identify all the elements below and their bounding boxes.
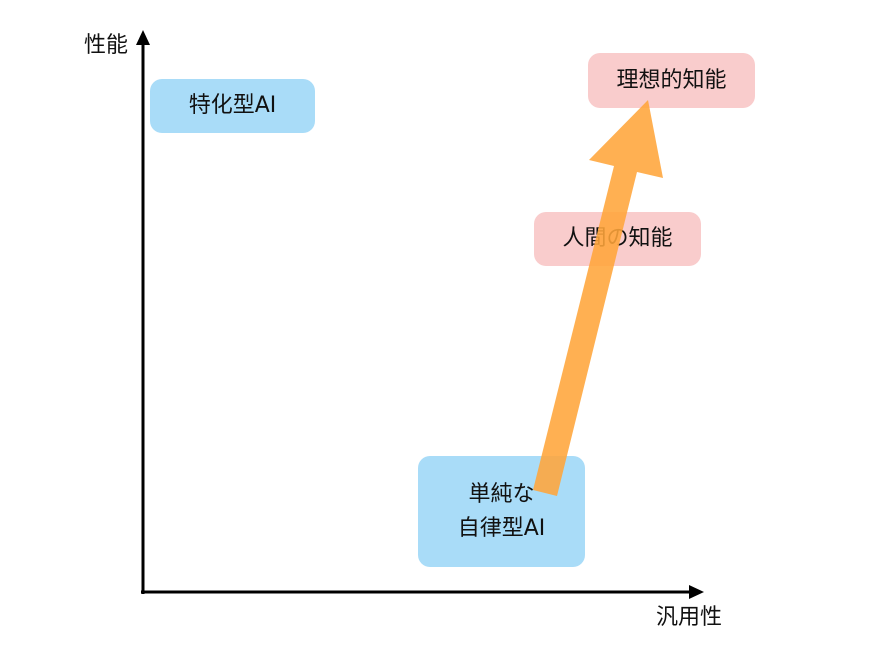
ideal-intelligence-box: 理想的知能 [588,53,755,108]
ideal-intelligence-label: 理想的知能 [616,67,727,93]
simple-autonomous-ai-box: 単純な 自律型AI [418,456,585,567]
specialized-ai-label: 特化型AI [188,93,277,118]
y-axis-arrowhead [136,30,150,45]
simple-autonomous-ai-line2: 自律型AI [457,515,546,541]
specialized-ai-box: 特化型AI [150,79,315,133]
y-axis-label: 性能 [84,33,129,58]
simple-autonomous-ai-line1: 単純な [468,481,535,507]
x-axis-label: 汎用性 [656,605,723,630]
human-intelligence-box: 人間の知能 [534,212,701,266]
human-intelligence-label: 人間の知能 [562,226,673,251]
x-axis-arrowhead [689,585,704,599]
